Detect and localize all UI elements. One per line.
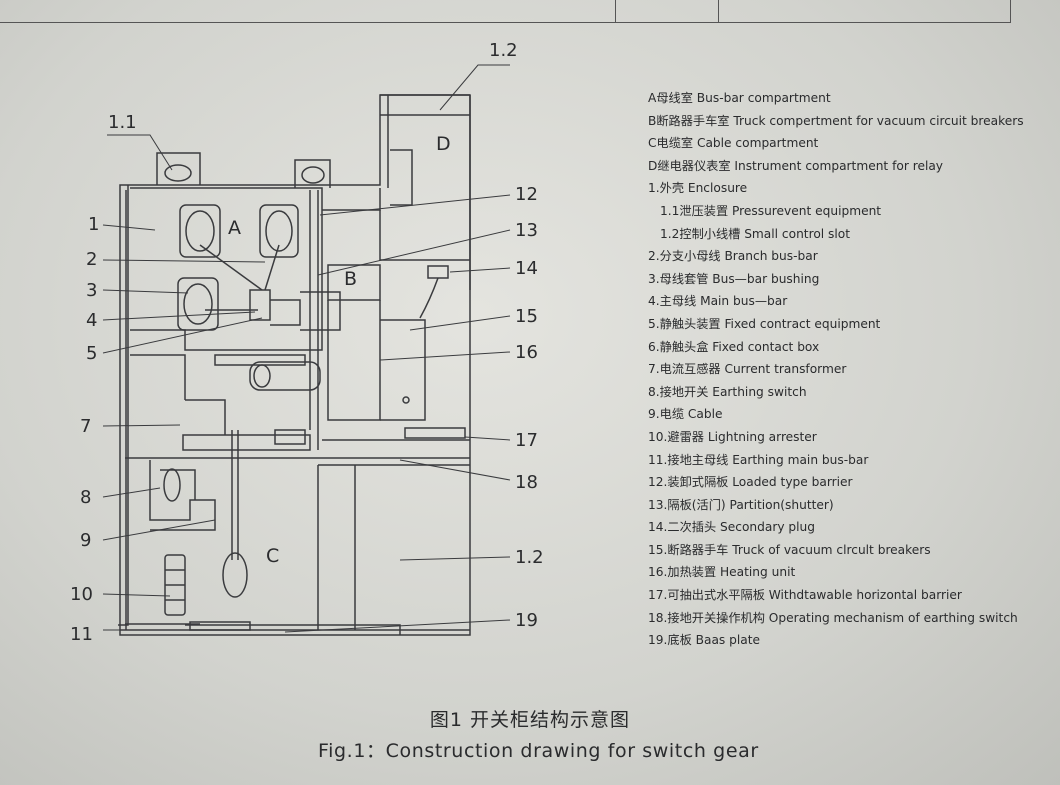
cable-compartment-c <box>149 430 401 635</box>
callout-15: 15 <box>515 306 538 327</box>
callout-5: 5 <box>86 343 97 364</box>
table-divider <box>615 0 616 22</box>
callout-1-2-bottom: 1.2 <box>515 547 544 568</box>
legend-item: B断路器手车室 Truck compertment for vacuum cir… <box>648 113 1024 128</box>
callout-14: 14 <box>515 258 538 279</box>
callout-4: 4 <box>86 310 97 331</box>
callout-2: 2 <box>86 249 97 270</box>
legend-item: 6.静触头盒 Fixed contact box <box>648 339 820 354</box>
callout-19: 19 <box>515 610 538 631</box>
legend-item: 3.母线套管 Bus—bar bushing <box>648 271 820 286</box>
callout-7: 7 <box>80 416 91 437</box>
callout-12: 12 <box>515 184 538 205</box>
legend-item: A母线室 Bus-bar compartment <box>648 91 831 105</box>
instrument-compartment-d <box>380 94 471 290</box>
callout-1: 1 <box>88 214 99 235</box>
component-label-a: A <box>228 217 241 239</box>
table-divider <box>718 0 719 22</box>
legend-item: 18.接地开关操作机构 Operating mechanism of earth… <box>648 610 1018 625</box>
withdrawable-horizontal-barrier-17 <box>404 427 466 439</box>
legend-item: 9.电缆 Cable <box>648 407 723 422</box>
legend-item: 2.分支小母线 Branch bus-bar <box>648 249 818 264</box>
callout-9: 9 <box>80 530 91 551</box>
busbar-compartment-a <box>130 187 341 351</box>
secondary-plug-14 <box>427 265 449 279</box>
legend-item: 4.主母线 Main bus—bar <box>648 294 788 309</box>
legend-item: 15.断路器手车 Truck of vacuum clrcult breaker… <box>648 542 931 557</box>
legend-item: 1.2控制小线槽 Small control slot <box>660 226 851 241</box>
figure-caption-english: Fig.1：Construction drawing for switch ge… <box>318 740 759 762</box>
legend-item: 16.加热装置 Heating unit <box>648 565 796 580</box>
component-label-b: B <box>344 268 357 290</box>
figure-caption-chinese: 图1 开关柜结构示意图 <box>429 709 631 731</box>
legend-item: 11.接地主母线 Earthing main bus-bar <box>648 452 869 467</box>
legend-item: 7.电流互感器 Current transformer <box>648 362 847 377</box>
legend-item: 8.接地开关 Earthing switch <box>648 384 807 399</box>
bus-bar-bushing-3 <box>179 204 221 258</box>
legend-item: 1.外壳 Enclosure <box>648 181 748 196</box>
legend-item: C电缆室 Cable compartment <box>648 136 819 151</box>
heating-unit-16 <box>274 429 306 445</box>
legend-item: 12.装卸式隔板 Loaded type barrier <box>648 475 853 490</box>
bus-bar-bushing-3 <box>177 277 219 331</box>
callout-13: 13 <box>515 220 538 241</box>
component-label-d: D <box>436 133 451 155</box>
legend-item: 1.1泄压装置 Pressurevent equipment <box>660 203 882 218</box>
current-transformer-7 <box>130 354 321 451</box>
legend-item: 14.二次插头 Secondary plug <box>648 520 816 535</box>
top-table-border <box>0 0 1011 23</box>
callout-11: 11 <box>70 624 93 645</box>
legend-item: D继电器仪表室 Instrument compartment for relay <box>648 158 944 173</box>
truck-compartment-b <box>309 188 470 450</box>
callout-10: 10 <box>70 584 93 605</box>
legend-item: 19.底板 Baas plate <box>648 633 761 648</box>
callout-1-2-top: 1.2 <box>489 40 518 61</box>
component-label-c: C <box>266 545 279 567</box>
callout-17: 17 <box>515 430 538 451</box>
callout-8: 8 <box>80 487 91 508</box>
callout-16: 16 <box>515 342 538 363</box>
legend-item: 5.静触头装置 Fixed contract equipment <box>648 316 881 331</box>
legend-item: 10.避雷器 Lightning arrester <box>648 429 817 444</box>
bus-bar-bushing-3 <box>259 204 299 258</box>
legend-item: 17.可抽出式水平隔板 Withdtawable horizontal barr… <box>648 588 962 603</box>
pressure-vent-1-1 <box>156 152 331 188</box>
callout-3: 3 <box>86 280 97 301</box>
legend-item: 13.隔板(活门) Partition(shutter) <box>648 497 834 512</box>
callout-1-1: 1.1 <box>108 112 137 133</box>
earthing-switch-8 <box>163 468 181 502</box>
leader-lines <box>102 64 511 633</box>
callout-18: 18 <box>515 472 538 493</box>
fixed-contact-equipment-5 <box>249 289 271 321</box>
